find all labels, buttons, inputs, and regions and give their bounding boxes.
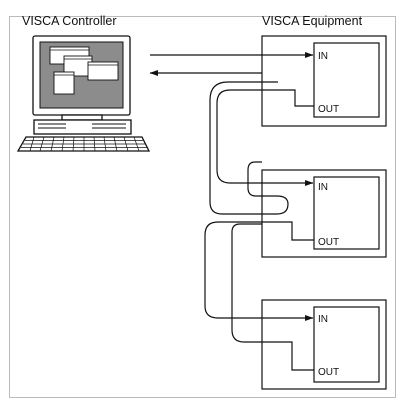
port-out-label: OUT [318,237,339,248]
unit1-to-unit2-link [216,89,314,186]
unit1-unit2-return-link [209,81,289,215]
equipment-title: VISCA Equipment [262,14,363,28]
port-in-label: IN [318,314,328,325]
equipment-unit-1: IN OUT [261,35,387,127]
port-in-label: IN [318,51,328,62]
diagram-frame [9,16,396,398]
equipment-unit-2: IN OUT [261,169,387,258]
controller-title: VISCA Controller [22,14,116,28]
computer-icon [16,35,151,152]
unit3-return-link [231,223,314,371]
port-out-label: OUT [318,104,339,115]
unit2-to-unit3-link [204,221,314,321]
equipment-unit-3: IN OUT [261,299,387,390]
port-in-label: IN [318,182,328,193]
port-out-label: OUT [318,367,339,378]
